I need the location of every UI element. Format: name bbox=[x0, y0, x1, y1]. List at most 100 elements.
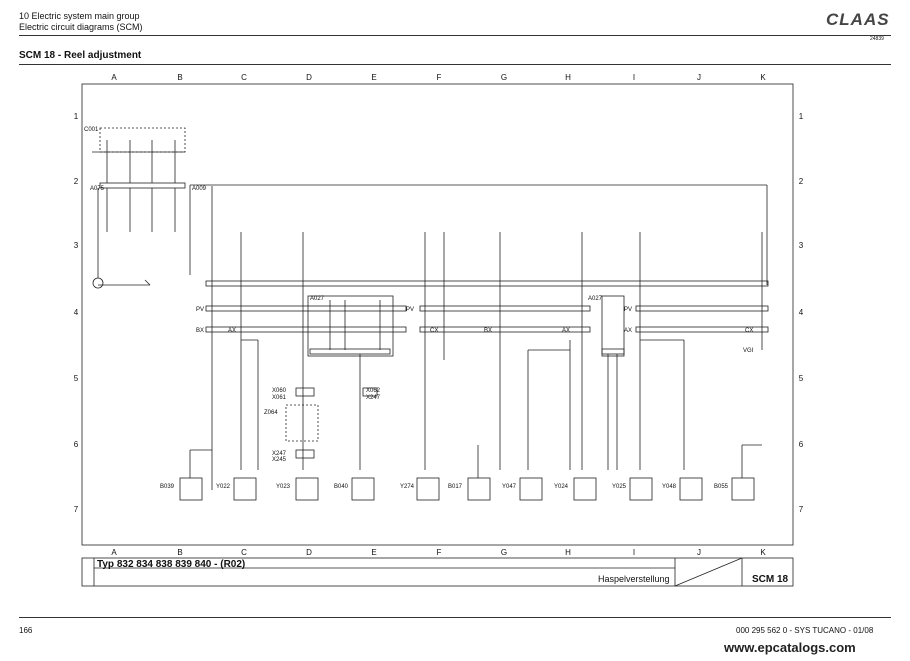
symbol-y048 bbox=[679, 477, 703, 501]
col-a: A bbox=[111, 73, 117, 82]
col-j: J bbox=[697, 73, 701, 82]
label-ax-2: AX bbox=[562, 328, 570, 334]
title-block-type: Typ 832 834 838 839 840 - (R02) bbox=[97, 559, 246, 570]
label-ax-3: AX bbox=[624, 328, 632, 334]
col-d-bottom: D bbox=[306, 548, 312, 557]
section-title: SCM 18 - Reel adjustment bbox=[19, 50, 142, 61]
col-i: I bbox=[632, 73, 636, 82]
col-i-bottom: I bbox=[632, 548, 636, 557]
doc-reference: 000 295 562 0 - SYS TUCANO - 01/08 bbox=[736, 626, 874, 635]
page-number: 166 bbox=[19, 626, 33, 635]
col-e: E bbox=[371, 73, 377, 82]
label-y047: Y047 bbox=[502, 484, 517, 490]
col-b: B bbox=[177, 73, 183, 82]
header-line-1: 10 Electric system main group bbox=[19, 11, 140, 21]
label-pv-2: PV bbox=[406, 307, 414, 313]
column-header-bottom: A B C D E F G H I J K bbox=[0, 548, 910, 558]
col-h: H bbox=[565, 73, 571, 82]
row-3-right: 3 bbox=[798, 241, 804, 250]
symbol-b039 bbox=[179, 477, 203, 501]
label-pv-3: PV bbox=[624, 307, 632, 313]
symbol-y023 bbox=[295, 477, 319, 501]
symbol-b017 bbox=[467, 477, 491, 501]
label-c001: C001 bbox=[84, 127, 99, 133]
label-vgi: VGI bbox=[743, 348, 754, 354]
col-j-bottom: J bbox=[697, 548, 701, 557]
col-b-bottom: B bbox=[177, 548, 183, 557]
label-ax-1: AX bbox=[228, 328, 236, 334]
col-a-bottom: A bbox=[111, 548, 117, 557]
symbol-y025 bbox=[629, 477, 653, 501]
label-x247: X247 bbox=[272, 451, 287, 457]
row-4-right: 4 bbox=[798, 308, 804, 317]
label-pv-1: PV bbox=[196, 307, 204, 313]
col-k: K bbox=[760, 73, 766, 82]
label-a009: A009 bbox=[192, 186, 207, 192]
row-7-right: 7 bbox=[798, 505, 804, 514]
label-a075: A075 bbox=[90, 186, 105, 192]
label-a027-right: A027 bbox=[588, 296, 603, 302]
label-y023: Y023 bbox=[276, 484, 291, 490]
row-3-left: 3 bbox=[73, 241, 79, 250]
label-bx-2: BX bbox=[484, 328, 492, 334]
col-d: D bbox=[306, 73, 312, 82]
title-rule bbox=[19, 64, 891, 65]
column-header-top: A B C D E F G H I J K bbox=[0, 73, 910, 83]
row-6-right: 6 bbox=[798, 440, 804, 449]
symbol-b040 bbox=[351, 477, 375, 501]
col-g: G bbox=[500, 73, 508, 82]
row-7-left: 7 bbox=[73, 505, 79, 514]
label-y048: Y048 bbox=[662, 484, 677, 490]
watermark: www.epcatalogs.com bbox=[724, 640, 856, 655]
symbol-y022 bbox=[233, 477, 257, 501]
label-y024: Y024 bbox=[554, 484, 569, 490]
col-e-bottom: E bbox=[371, 548, 377, 557]
col-g-bottom: G bbox=[500, 548, 508, 557]
component-symbols bbox=[179, 477, 755, 501]
label-y274: Y274 bbox=[400, 484, 415, 490]
row-4-left: 4 bbox=[73, 308, 79, 317]
drawing-frame bbox=[81, 83, 794, 546]
header-line-2: Electric circuit diagrams (SCM) bbox=[19, 22, 143, 32]
label-x245: X245 bbox=[272, 457, 287, 463]
footer-rule bbox=[19, 617, 891, 618]
header-rule bbox=[19, 35, 891, 36]
row-5-left: 5 bbox=[73, 374, 79, 383]
label-z064: Z064 bbox=[264, 410, 278, 416]
row-5-right: 5 bbox=[798, 374, 804, 383]
col-c-bottom: C bbox=[241, 548, 247, 557]
label-b017: B017 bbox=[448, 484, 463, 490]
col-f-bottom: F bbox=[436, 548, 442, 557]
label-x062: X062 bbox=[366, 388, 381, 394]
title-block-german-title: Haspelverstellung bbox=[598, 574, 670, 584]
label-b040: B040 bbox=[334, 484, 349, 490]
label-cx-1: CX bbox=[430, 328, 438, 334]
col-h-bottom: H bbox=[565, 548, 571, 557]
col-k-bottom: K bbox=[760, 548, 766, 557]
row-2-left: 2 bbox=[73, 177, 79, 186]
col-c: C bbox=[241, 73, 247, 82]
title-block-frame bbox=[81, 557, 794, 587]
label-x247b: X247 bbox=[366, 395, 381, 401]
label-y025: Y025 bbox=[612, 484, 627, 490]
row-1-left: 1 bbox=[73, 112, 79, 121]
symbol-b055 bbox=[731, 477, 755, 501]
ref-code: 24839 bbox=[870, 36, 884, 42]
symbol-y047 bbox=[519, 477, 543, 501]
row-1-right: 1 bbox=[798, 112, 804, 121]
label-bx-1: BX bbox=[196, 328, 204, 334]
label-y022: Y022 bbox=[216, 484, 231, 490]
symbol-y024 bbox=[573, 477, 597, 501]
claas-logo: CLAAS bbox=[826, 10, 890, 29]
label-x061: X061 bbox=[272, 395, 287, 401]
title-block-sheet: SCM 18 bbox=[752, 574, 789, 585]
symbol-y274 bbox=[416, 477, 440, 501]
label-cx-2: CX bbox=[745, 328, 753, 334]
row-6-left: 6 bbox=[73, 440, 79, 449]
label-x060: X060 bbox=[272, 388, 287, 394]
label-b039: B039 bbox=[160, 484, 175, 490]
col-f: F bbox=[436, 73, 442, 82]
row-2-right: 2 bbox=[798, 177, 804, 186]
label-b055: B055 bbox=[714, 484, 729, 490]
